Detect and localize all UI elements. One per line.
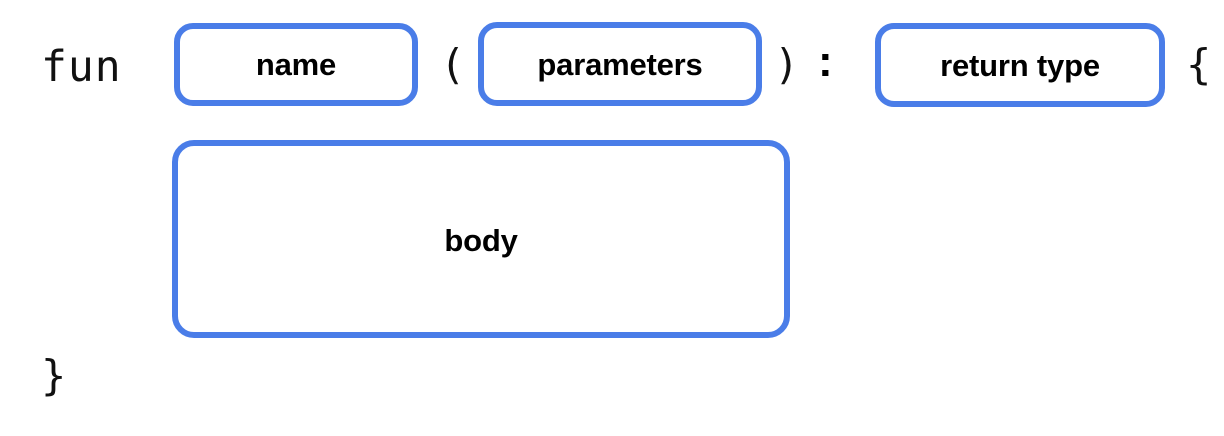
slot-return-type[interactable]: return type (875, 23, 1165, 107)
paren-open: ( (440, 40, 466, 89)
slot-name-label: name (255, 47, 337, 82)
slot-parameters[interactable]: parameters (478, 22, 762, 106)
colon-separator: : (818, 37, 833, 86)
keyword-fun: fun (41, 42, 122, 92)
paren-close: ) (774, 40, 800, 89)
slot-body-label: body (444, 223, 518, 258)
brace-open: { (1186, 40, 1212, 89)
slot-parameters-label: parameters (537, 46, 703, 82)
slot-return-type-label: return type (940, 47, 1100, 83)
slot-body[interactable]: body (172, 140, 790, 338)
brace-close: } (41, 351, 67, 400)
slot-name[interactable]: name (174, 23, 418, 106)
